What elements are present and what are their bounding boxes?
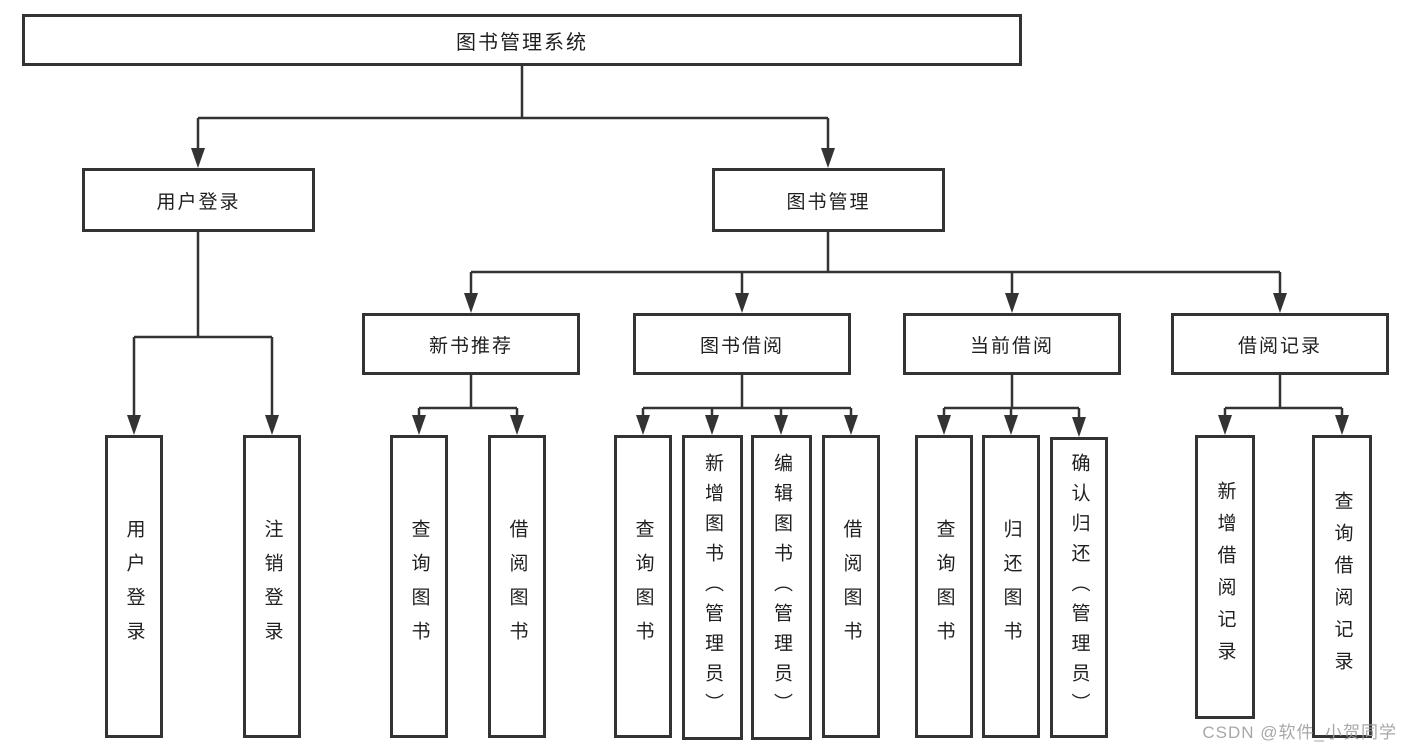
leaf-borrow-books: 借阅图书: [822, 435, 880, 738]
leaf-query-books-recommend: 查询图书: [390, 435, 448, 738]
node-book-management: 图书管理: [712, 168, 945, 232]
node-book-borrowing: 图书借阅: [633, 313, 851, 375]
leaf-label: 新增借阅记录: [1214, 481, 1236, 673]
leaf-add-books-admin: 新增图书（管理员）: [682, 435, 743, 740]
node-label: 图书借阅: [699, 335, 784, 357]
node-label: 当前借阅: [969, 335, 1054, 357]
leaf-query-books-borrow: 查询图书: [614, 435, 672, 738]
node-label: 借阅记录: [1237, 335, 1322, 357]
leaf-label: 查询图书: [632, 518, 654, 655]
leaf-label: 用户登录: [123, 518, 145, 655]
leaf-label: 确认归还（管理员）: [1068, 452, 1090, 723]
leaf-label: 注销登录: [261, 518, 283, 655]
leaf-edit-books-admin: 编辑图书（管理员）: [751, 435, 812, 740]
node-label: 新书推荐: [428, 335, 513, 357]
leaf-label: 归还图书: [1000, 518, 1022, 655]
node-user-login: 用户登录: [82, 168, 315, 232]
leaf-label: 编辑图书（管理员）: [771, 452, 792, 723]
leaf-logout: 注销登录: [243, 435, 301, 738]
leaf-confirm-return-admin: 确认归还（管理员）: [1050, 437, 1108, 738]
node-label: 用户登录: [156, 191, 241, 213]
leaf-label: 新增图书（管理员）: [702, 452, 723, 723]
node-new-book-recommendation: 新书推荐: [362, 313, 580, 375]
leaf-query-borrow-record: 查询借阅记录: [1312, 435, 1372, 738]
csdn-watermark: CSDN @软件_小贺同学: [1202, 723, 1397, 742]
leaf-return-books: 归还图书: [982, 435, 1040, 738]
node-label: 图书管理: [786, 191, 871, 213]
node-label: 图书管理系统: [456, 31, 588, 54]
leaf-query-books-current: 查询图书: [915, 435, 973, 738]
leaf-borrow-books-recommend: 借阅图书: [488, 435, 546, 738]
leaf-label: 查询图书: [933, 518, 955, 655]
leaf-label: 借阅图书: [506, 518, 528, 655]
leaf-label: 借阅图书: [840, 518, 862, 655]
leaf-add-borrow-record: 新增借阅记录: [1195, 435, 1255, 719]
leaf-user-login: 用户登录: [105, 435, 163, 738]
node-library-management-system: 图书管理系统: [22, 14, 1022, 66]
node-borrowing-records: 借阅记录: [1171, 313, 1389, 375]
arrowheads: [127, 148, 1349, 437]
node-current-borrowing: 当前借阅: [903, 313, 1121, 375]
leaf-label: 查询图书: [408, 518, 430, 655]
leaf-label: 查询借阅记录: [1331, 490, 1353, 683]
